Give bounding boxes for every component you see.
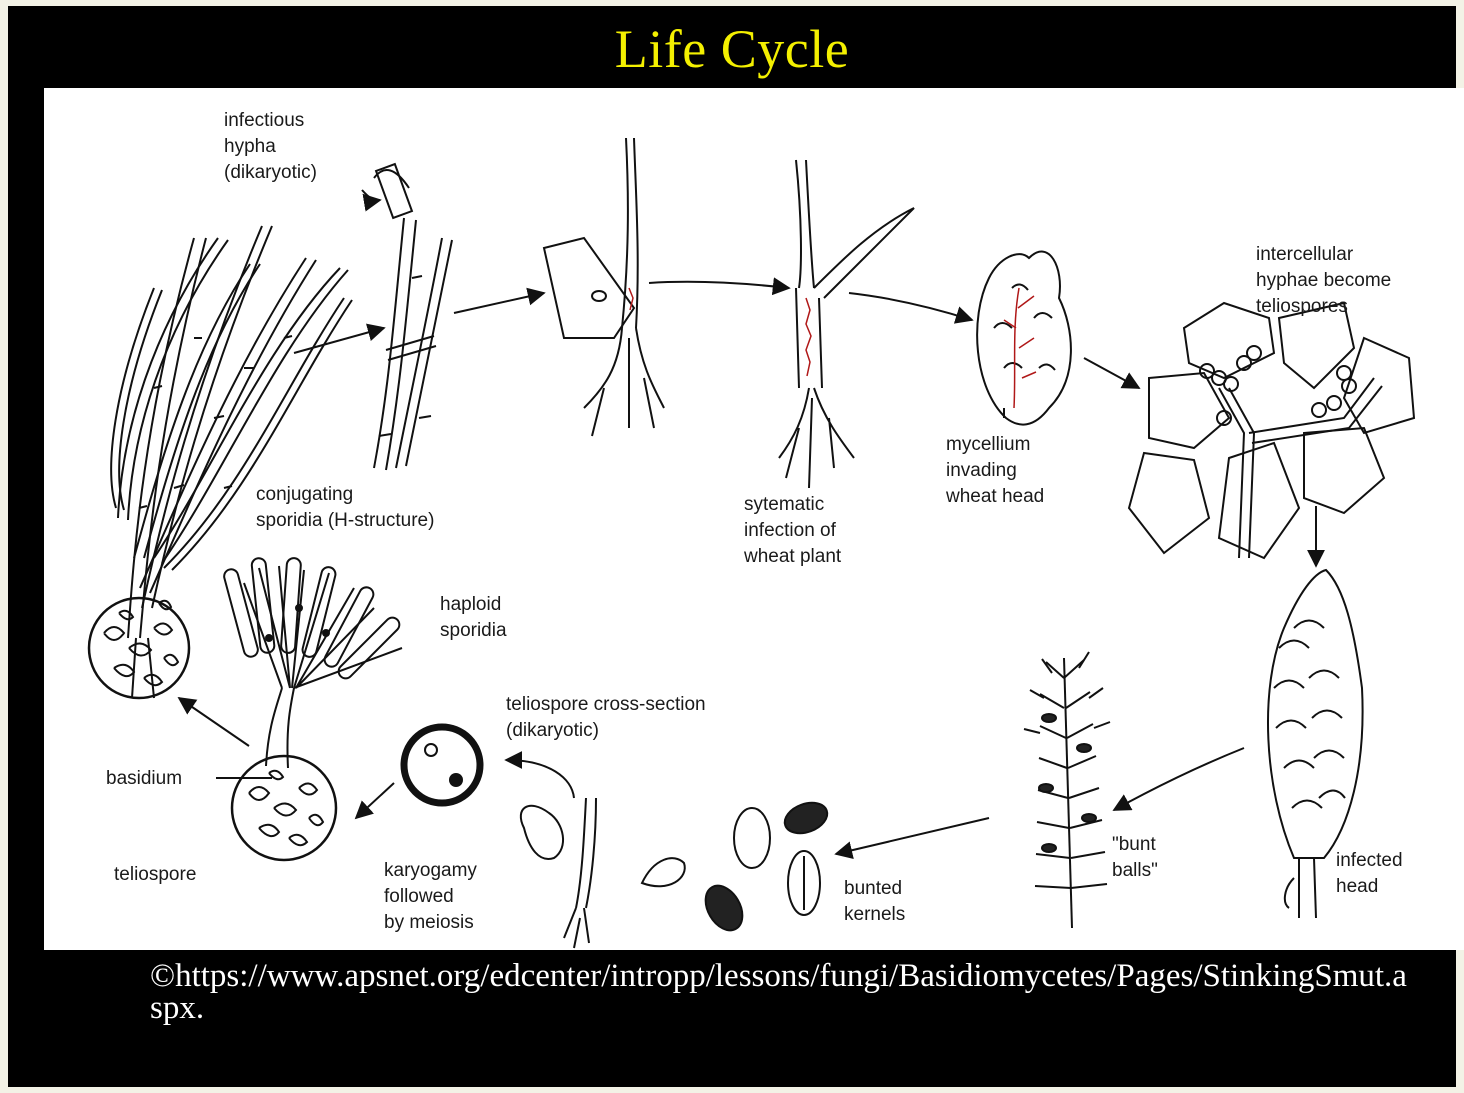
label-conjugating-sporidia: conjugating sporidia (H-structure) [256,482,434,534]
arrow-to-teliospore [356,783,394,818]
seedling-infection-illustration [544,138,664,436]
arrow-to-plant [649,282,789,288]
infectious-hypha-illustration [374,164,452,470]
basidium-illustration [216,558,402,860]
arrow-to-bunt-balls [1114,748,1244,810]
intercellular-hyphae-illustration [1129,303,1414,558]
arrow-to-head [849,293,972,320]
arrow-to-cross-section [506,760,574,798]
label-haploid-sporidia: haploid sporidia [440,592,507,644]
life-cycle-diagram: infectious hypha (dikaryotic) conjugatin… [44,88,1464,950]
bunted-kernels-illustration [642,797,831,936]
source-caption: ©https://www.apsnet.org/edcenter/intropp… [150,960,1410,1024]
label-infected-head: infected head [1336,848,1403,900]
label-bunt-balls: "bunt balls" [1112,832,1158,884]
label-bunted-kernels: bunted kernels [844,876,905,928]
mycellium-head-illustration [977,252,1071,425]
systematic-infection-illustration [779,160,914,488]
germinating-teliospore-illustration [521,798,596,948]
slide-title: Life Cycle [0,18,1464,80]
label-mycellium: mycellium invading wheat head [946,432,1044,510]
label-teliospore: teliospore [114,862,196,888]
arrow-to-conjugation [179,698,249,746]
arrow-to-h-structure [294,328,384,353]
arrow-to-infectious-hypha [362,190,380,200]
arrow-to-cells [1084,358,1139,388]
label-karyogamy: karyogamy followed by meiosis [384,858,477,936]
bunt-balls-illustration [1024,652,1110,928]
arrow-to-seedling [454,293,544,313]
arrow-to-kernels [836,818,989,854]
label-systematic-infection: sytematic infection of wheat plant [744,492,841,570]
label-basidium: basidium [106,766,182,792]
label-intercellular-hyphae: intercellular hyphae become teliospores [1256,242,1391,320]
label-infectious-hypha: infectious hypha (dikaryotic) [224,108,317,186]
label-teliospore-cross-section: teliospore cross-section (dikaryotic) [506,692,706,744]
teliospore-cross-section-illustration [404,727,480,803]
